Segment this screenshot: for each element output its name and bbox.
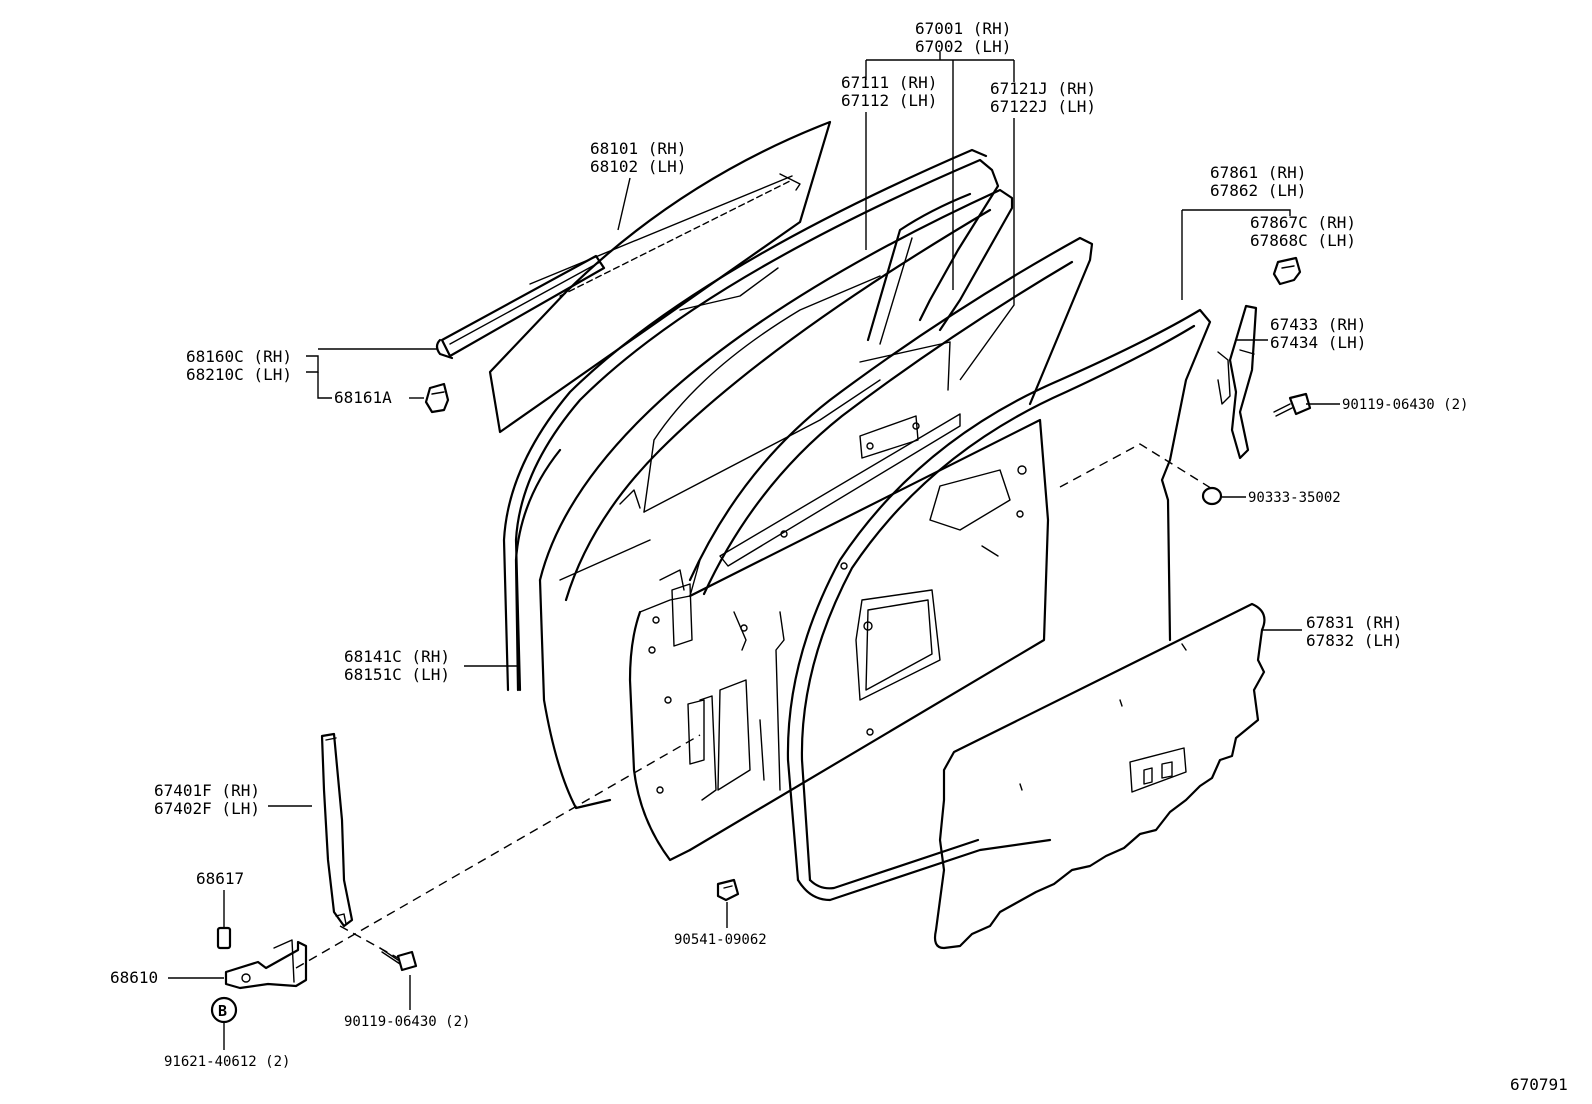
hole-plug — [1201, 486, 1223, 506]
glass-channel — [435, 254, 606, 360]
label-screw: 91621-40612 (2) — [164, 1054, 290, 1070]
label-rear-channel-lh: 67402F (LH) — [154, 799, 260, 818]
label-door-seal-rh: 67861 (RH) — [1210, 163, 1306, 182]
label-door-panel-rh: 67001 (RH) — [915, 19, 1011, 38]
bolt-top — [1273, 392, 1312, 417]
door-shell — [538, 188, 1014, 810]
label-door-panel-lh: 67002 (LH) — [915, 37, 1011, 56]
door-opening-seal — [786, 308, 1212, 902]
label-bracket-lh: 67434 (LH) — [1270, 333, 1366, 352]
diagram-id: 670791 — [1510, 1075, 1568, 1094]
label-run-channel-lh: 68151C (LH) — [344, 665, 450, 684]
assembly-dashed-lines — [295, 443, 1215, 969]
run-channel-strip-shape — [514, 448, 562, 692]
door-glass — [488, 120, 832, 434]
label-plug: 90333-35002 — [1248, 490, 1341, 506]
label-seal-clip-lh: 67868C (LH) — [1250, 231, 1356, 250]
label-check: 68610 — [110, 968, 158, 987]
label-outer-weatherstrip-lh: 67112 (LH) — [841, 91, 937, 110]
label-clip-bottom: 90541-09062 — [674, 932, 767, 948]
channel-clip — [424, 382, 450, 414]
label-bolt-bottom: 90119-06430 (2) — [344, 1014, 470, 1030]
check-pin — [216, 926, 232, 950]
label-glass-channel-lh: 68210C (LH) — [186, 365, 292, 384]
service-hole-cover — [933, 602, 1266, 950]
label-outer-weatherstrip-rh: 67111 (RH) — [841, 73, 937, 92]
label-glass-lh: 68102 (LH) — [590, 157, 686, 176]
label-glass-rh: 68101 (RH) — [590, 139, 686, 158]
outer-weatherstrip — [502, 148, 1000, 692]
symbol-b-marker — [210, 996, 238, 1024]
door-check — [224, 939, 308, 990]
label-channel-clip: 68161A — [334, 388, 392, 407]
leader-lines — [168, 52, 1340, 1050]
label-inner-weatherstrip-lh: 67122J (LH) — [990, 97, 1096, 116]
label-bracket-rh: 67433 (RH) — [1270, 315, 1366, 334]
label-glass-channel-rh: 68160C (RH) — [186, 347, 292, 366]
symbol-b-text: B — [218, 1002, 227, 1020]
label-door-seal-lh: 67862 (LH) — [1210, 181, 1306, 200]
label-pin: 68617 — [196, 869, 244, 888]
label-bolt-top: 90119-06430 (2) — [1342, 397, 1468, 413]
label-run-channel-rh: 68141C (RH) — [344, 647, 450, 666]
label-inner-weatherstrip-rh: 67121J (RH) — [990, 79, 1096, 98]
seal-clip — [1272, 256, 1302, 286]
clip-bottom — [716, 878, 740, 902]
label-rear-channel-rh: 67401F (RH) — [154, 781, 260, 800]
label-seal-clip-rh: 67867C (RH) — [1250, 213, 1356, 232]
bolt-bottom — [379, 947, 418, 972]
part-labels: 67001 (RH) 67002 (LH) 67111 (RH) 67112 (… — [110, 19, 1568, 1094]
label-service-cover-rh: 67831 (RH) — [1306, 613, 1402, 632]
rear-lower-channel — [320, 732, 354, 928]
inner-door-panel — [628, 236, 1094, 862]
frame-bracket — [1217, 304, 1258, 460]
label-service-cover-lh: 67832 (LH) — [1306, 631, 1402, 650]
